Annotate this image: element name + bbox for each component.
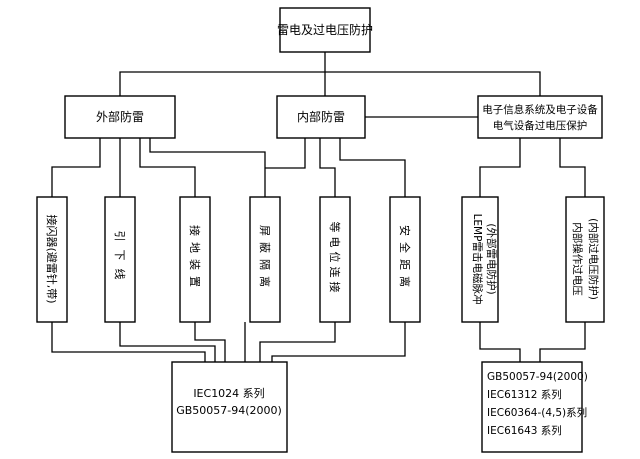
standards-right-line: IEC60364-(4,5)系列 (487, 406, 587, 419)
leaf-equipotential-label: 等电位连接 (328, 222, 342, 297)
leaf-switching-label: 内部操作过电压 (571, 222, 584, 296)
leaf-lemp-sub: (外部雷电防护) (485, 223, 498, 294)
connector-lines (51, 52, 586, 362)
standards-left: IEC1024 系列 GB50057-94(2000) (171, 361, 288, 453)
standards-right-line: IEC61643 系列 (487, 424, 562, 437)
leaf-lemp: LEMP雷击电磁脉冲 (外部雷电防护) (461, 196, 499, 323)
node-electronic-line2: 电气设备过电压保护 (493, 119, 588, 132)
leaf-lemp-label: LEMP雷击电磁脉冲 (471, 214, 484, 305)
node-external-label: 外部防雷 (96, 109, 144, 124)
leaf-air-terminal: 接闪器(避雷针,带) (36, 196, 68, 323)
node-internal-protection: 内部防雷 (276, 95, 366, 139)
node-electronic-systems: 电子信息系统及电子设备 电气设备过电压保护 (477, 95, 603, 139)
leaf-switching-sub: (内部过电压防护) (587, 218, 600, 300)
node-root-label: 雷电及过电压防护 (277, 22, 373, 37)
standards-left-line: IEC1024 系列 (193, 386, 264, 400)
leaf-safety-distance-label: 安全距离 (398, 225, 412, 293)
standards-right: GB50057-94(2000) IEC61312 系列 IEC60364-(4… (481, 361, 588, 453)
leaf-switching-overvoltage: 内部操作过电压 (内部过电压防护) (565, 196, 605, 323)
node-external-protection: 外部防雷 (64, 95, 176, 139)
standards-right-line: GB50057-94(2000) (487, 371, 588, 383)
leaf-shielding-label: 屏蔽隔离 (258, 225, 272, 293)
standards-right-line: IEC61312 系列 (487, 388, 562, 401)
node-root: 雷电及过电压防护 (277, 7, 373, 53)
leaf-equipotential: 等电位连接 (319, 196, 351, 323)
standards-left-line: GB50057-94(2000) (176, 404, 282, 417)
leaf-grounding-label: 接地装置 (188, 225, 201, 293)
leaf-safety-distance: 安全距离 (389, 196, 421, 323)
leaf-grounding: 接地装置 (179, 196, 211, 323)
leaf-down-conductor-label: 引下线 (113, 231, 127, 288)
node-internal-label: 内部防雷 (297, 109, 345, 124)
leaf-shielding: 屏蔽隔离 (249, 196, 281, 323)
leaf-air-terminal-label: 接闪器(避雷针,带) (45, 214, 59, 303)
leaf-down-conductor: 引下线 (104, 196, 136, 323)
node-electronic-line1: 电子信息系统及电子设备 (482, 103, 598, 116)
